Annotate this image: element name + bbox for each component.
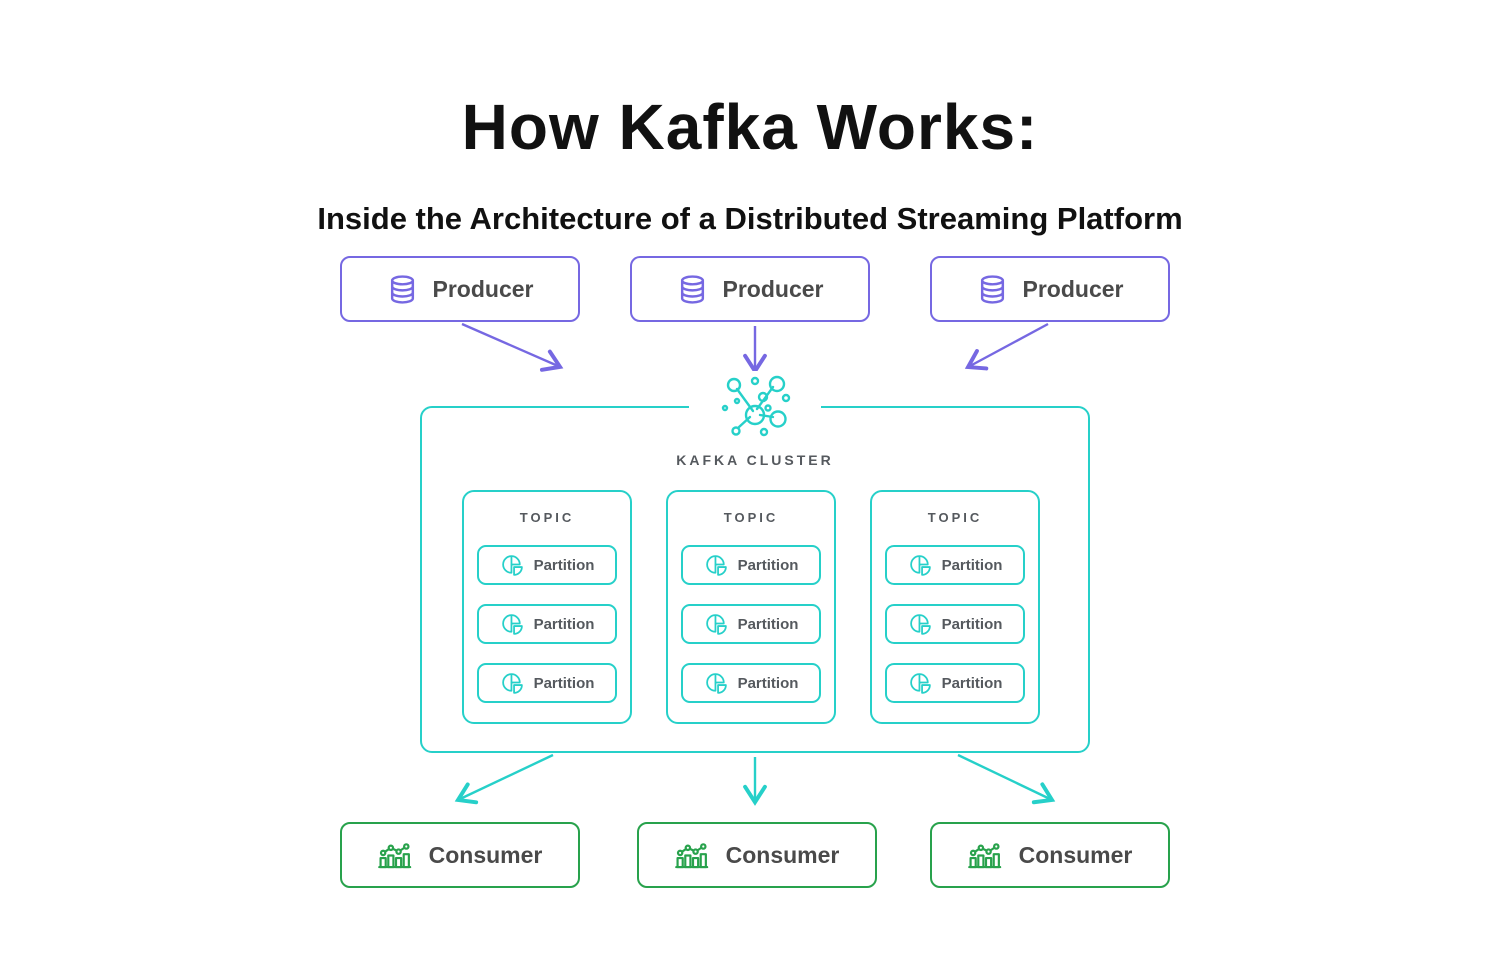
bar-chart-icon bbox=[967, 840, 1004, 871]
partition-box: Partition bbox=[477, 604, 617, 644]
producer-box-3: Producer bbox=[930, 256, 1170, 322]
producer-to-cluster-arrows bbox=[461, 322, 1049, 375]
bar-chart-icon bbox=[377, 840, 414, 871]
topic-box-1: TOPIC Partition Partition bbox=[462, 490, 632, 724]
consumer-box-2: Consumer bbox=[637, 822, 877, 888]
topic-label: TOPIC bbox=[723, 510, 779, 525]
consumer-box-1: Consumer bbox=[340, 822, 580, 888]
producer-label: Producer bbox=[1022, 275, 1124, 302]
partition-box: Partition bbox=[681, 663, 821, 703]
topic-label: TOPIC bbox=[519, 510, 575, 525]
producer-box-1: Producer bbox=[340, 256, 580, 322]
consumer-label: Consumer bbox=[725, 841, 840, 868]
pie-chart-icon bbox=[908, 612, 933, 637]
producer-label: Producer bbox=[432, 275, 534, 302]
kafka-cluster-box: KAFKA CLUSTER TOPIC Partition bbox=[420, 371, 1090, 753]
partition-box: Partition bbox=[681, 545, 821, 585]
producer-box-2: Producer bbox=[630, 256, 870, 322]
kafka-cluster-label: KAFKA CLUSTER bbox=[676, 452, 834, 468]
topic-box-2: TOPIC Partition Partition bbox=[666, 490, 836, 724]
partition-box: Partition bbox=[681, 604, 821, 644]
partition-label: Partition bbox=[533, 615, 595, 633]
producer-label: Producer bbox=[722, 275, 824, 302]
partition-box: Partition bbox=[885, 663, 1025, 703]
pie-chart-icon bbox=[908, 553, 933, 578]
partition-box: Partition bbox=[885, 545, 1025, 585]
network-nodes-icon bbox=[689, 371, 821, 441]
pie-chart-icon bbox=[500, 553, 525, 578]
pie-chart-icon bbox=[704, 612, 729, 637]
page-title: How Kafka Works: bbox=[461, 91, 1039, 163]
topic-label: TOPIC bbox=[927, 510, 983, 525]
pie-chart-icon bbox=[500, 612, 525, 637]
topic-box-3: TOPIC Partition Partition bbox=[870, 490, 1040, 724]
partition-label: Partition bbox=[737, 556, 799, 574]
pie-chart-icon bbox=[500, 671, 525, 696]
partition-label: Partition bbox=[533, 556, 595, 574]
database-icon bbox=[977, 274, 1008, 305]
cluster-to-consumer-arrows bbox=[454, 753, 1056, 806]
partition-label: Partition bbox=[737, 674, 799, 692]
consumer-box-3: Consumer bbox=[930, 822, 1170, 888]
partition-label: Partition bbox=[533, 674, 595, 692]
pie-chart-icon bbox=[704, 671, 729, 696]
partition-label: Partition bbox=[737, 615, 799, 633]
partition-box: Partition bbox=[477, 663, 617, 703]
pie-chart-icon bbox=[908, 671, 933, 696]
partition-label: Partition bbox=[941, 615, 1003, 633]
partition-label: Partition bbox=[941, 674, 1003, 692]
database-icon bbox=[677, 274, 708, 305]
pie-chart-icon bbox=[704, 553, 729, 578]
consumer-label: Consumer bbox=[428, 841, 543, 868]
page-subtitle: Inside the Architecture of a Distributed… bbox=[317, 201, 1183, 236]
partition-label: Partition bbox=[941, 556, 1003, 574]
partition-box: Partition bbox=[477, 545, 617, 585]
partition-box: Partition bbox=[885, 604, 1025, 644]
consumer-label: Consumer bbox=[1018, 841, 1133, 868]
bar-chart-icon bbox=[674, 840, 711, 871]
database-icon bbox=[387, 274, 418, 305]
